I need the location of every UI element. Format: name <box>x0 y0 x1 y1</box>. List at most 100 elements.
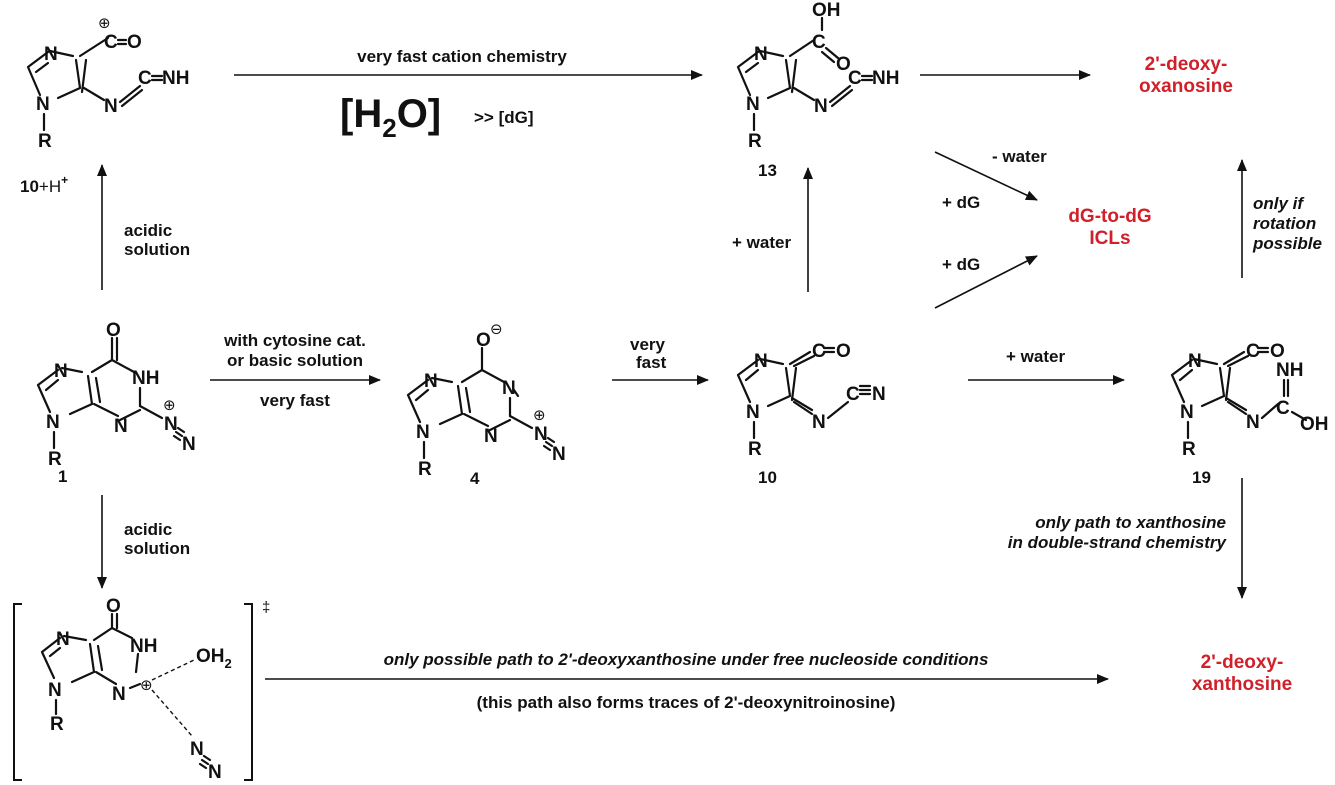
atom-o: O <box>127 32 142 53</box>
reaction-conditions: very fast cation chemistry [H2O] >> [dG]… <box>124 47 1322 712</box>
atom-c: C <box>812 341 826 362</box>
compound-13: N N R C OH O N C NH 13 <box>736 0 899 180</box>
atom-c: C <box>848 68 862 89</box>
label-cation-chemistry: very fast cation chemistry <box>357 47 567 66</box>
atom-n: N <box>208 762 222 783</box>
label-dg-comparison: >> [dG] <box>474 108 534 127</box>
label-plus-dg-2: + dG <box>942 255 980 274</box>
atom-n: N <box>754 44 768 65</box>
label-xanthosine-ds-1: only path to xanthosine <box>1035 513 1226 532</box>
atom-nh: NH <box>130 636 157 657</box>
label-very-fast-1: very <box>630 335 666 354</box>
arrow-minus-water <box>934 151 1038 201</box>
label-acidic-down-2: solution <box>124 539 190 558</box>
label-cytosine-3: very fast <box>260 391 330 410</box>
label-rotation-1: only if <box>1253 194 1305 213</box>
compound-10: N N R C O N C N 10 <box>736 341 886 487</box>
label-free-nucleoside-2: (this path also forms traces of 2'-deoxy… <box>477 693 896 712</box>
atom-n: N <box>54 361 68 382</box>
atom-n: N <box>1246 412 1260 433</box>
compound-label-13: 13 <box>758 161 777 180</box>
transition-state: ‡ N N R O NH N ⊕ OH2 N N <box>13 596 270 783</box>
atom-n: N <box>534 424 548 445</box>
atom-n: N <box>1180 402 1194 423</box>
atom-n: N <box>484 426 498 447</box>
atom-o: O <box>836 341 851 362</box>
label-cytosine-1: with cytosine cat. <box>223 331 366 350</box>
atom-n: N <box>812 412 826 433</box>
atom-n: N <box>502 378 516 399</box>
label-plus-water-right: + water <box>1006 347 1065 366</box>
atom-c: C <box>104 32 118 53</box>
atom-nh: NH <box>1276 360 1303 381</box>
products: 2'-deoxy- oxanosine dG-to-dG ICLs 2'-deo… <box>1068 54 1292 695</box>
label-water-concentration: [H2O] <box>340 92 441 143</box>
reaction-arrows <box>97 70 1247 684</box>
plus-charge: ⊕ <box>533 407 546 424</box>
atom-o: O <box>476 330 491 351</box>
atom-o: O <box>106 320 121 341</box>
atom-n: N <box>56 629 70 650</box>
atom-n: N <box>416 422 430 443</box>
compound-10-protonated: N N R ⊕ C O N C NH 10+H+ <box>20 15 189 196</box>
atom-n: N <box>552 444 566 465</box>
label-minus-water: - water <box>992 147 1047 166</box>
atom-n: N <box>48 680 62 701</box>
atom-n: N <box>44 44 58 65</box>
atom-n: N <box>112 684 126 705</box>
atom-r: R <box>50 714 64 735</box>
arrow-plus-dg <box>934 255 1038 309</box>
compound-4: N N R O ⊖ N N ⊕ N N 4 <box>406 321 566 488</box>
label-rotation-2: rotation <box>1253 214 1316 233</box>
product-icl-2: ICLs <box>1089 228 1130 249</box>
label-free-nucleoside-1: only possible path to 2'-deoxyxanthosine… <box>384 650 989 669</box>
atom-n: N <box>754 351 768 372</box>
atom-n: N <box>164 414 178 435</box>
atom-n: N <box>104 96 118 117</box>
atom-r: R <box>748 439 762 460</box>
atom-n: N <box>746 94 760 115</box>
product-xanthosine-1: 2'-deoxy- <box>1201 652 1284 673</box>
label-plus-water-up: + water <box>732 233 791 252</box>
atom-o: O <box>836 54 851 75</box>
compound-1: N N R O NH N ⊕ N N 1 <box>36 320 196 486</box>
compound-label-4: 4 <box>470 469 480 488</box>
atom-n: N <box>182 434 196 455</box>
atom-c: C <box>1246 341 1260 362</box>
atom-r: R <box>1182 439 1196 460</box>
atom-c: C <box>846 384 860 405</box>
atom-n: N <box>424 371 438 392</box>
atom-r: R <box>38 131 52 152</box>
product-icl-1: dG-to-dG <box>1068 206 1151 227</box>
label-cytosine-2: or basic solution <box>227 351 363 370</box>
plus-charge: ⊕ <box>163 397 176 414</box>
compound-label-10: 10 <box>758 468 777 487</box>
atom-nh: NH <box>132 368 159 389</box>
atom-n: N <box>1188 351 1202 372</box>
atom-oh: OH <box>1300 414 1329 435</box>
label-acidic-up-1: acidic <box>124 221 172 240</box>
atom-o: O <box>1270 341 1285 362</box>
atom-r: R <box>418 459 432 480</box>
atom-r: R <box>48 449 62 470</box>
compound-label-plus-h: +H <box>39 177 61 196</box>
svg-text:10+H+: 10+H+ <box>20 173 68 196</box>
atom-n: N <box>872 384 886 405</box>
product-xanthosine-2: xanthosine <box>1192 674 1292 695</box>
minus-charge: ⊖ <box>490 321 503 338</box>
atom-c: C <box>138 68 152 89</box>
atom-n: N <box>46 412 60 433</box>
atom-n: N <box>114 416 128 437</box>
label-very-fast-2: fast <box>636 353 667 372</box>
plus-charge: ⊕ <box>98 15 111 32</box>
atom-n: N <box>814 96 828 117</box>
compound-19: N N R C O N C NH OH 19 <box>1170 341 1329 487</box>
product-oxanosine-2: oxanosine <box>1139 76 1233 97</box>
atom-n: N <box>746 402 760 423</box>
ts-symbol: ‡ <box>262 599 270 616</box>
atom-n: N <box>190 739 204 760</box>
atom-nh: NH <box>872 68 899 89</box>
atom-n: N <box>36 94 50 115</box>
atom-oh: OH2 <box>196 646 232 671</box>
